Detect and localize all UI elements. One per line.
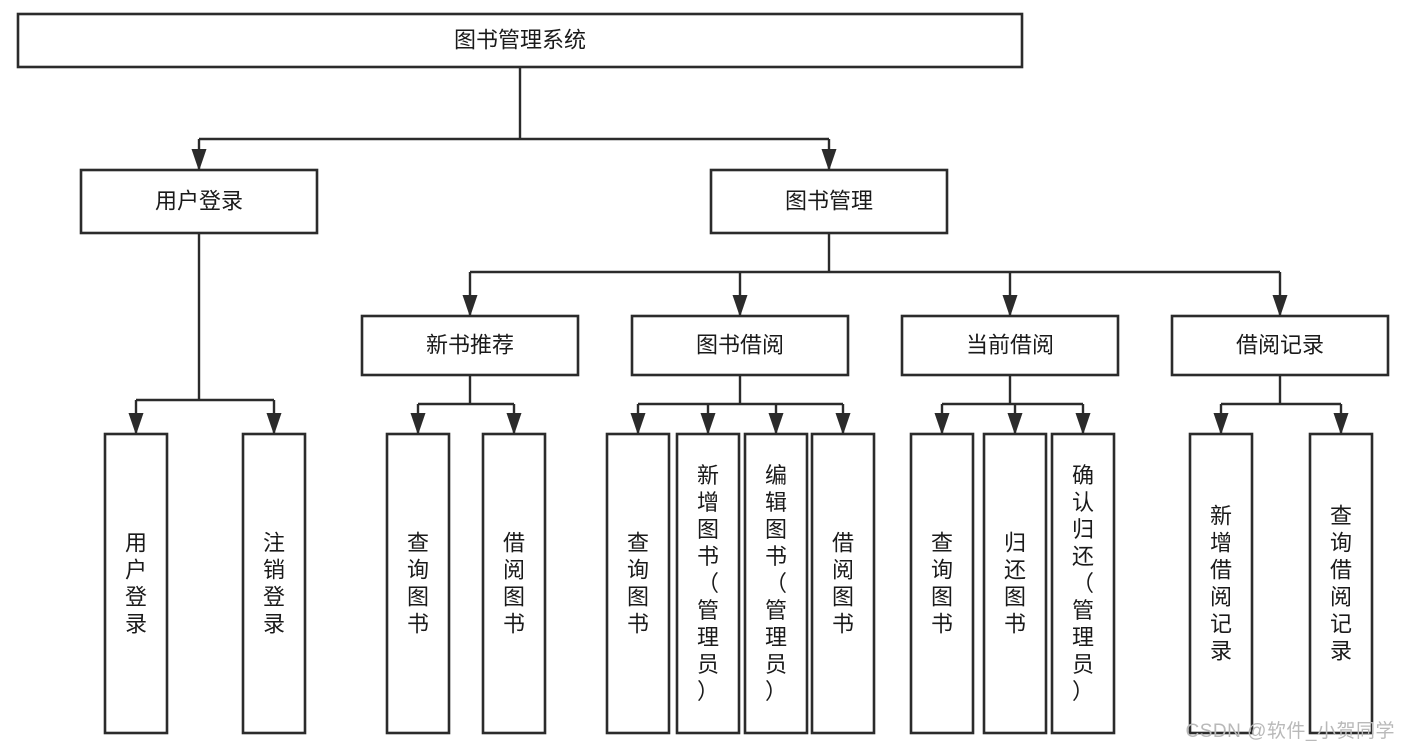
node-label: 图书借阅 [696, 332, 784, 357]
connector-group [128, 233, 282, 435]
arrow-head [1333, 413, 1349, 435]
arrow-head [191, 149, 207, 171]
node-root[interactable]: 图书管理系统 [16, 12, 1024, 69]
arrow-head [128, 413, 144, 435]
node-label: 新增图书（管理员） [697, 463, 719, 704]
arrow-head [630, 413, 646, 435]
node-label: 查询图书 [931, 531, 953, 637]
node-records[interactable]: 借阅记录 [1170, 314, 1390, 377]
node-login[interactable]: 用户登录 [79, 168, 319, 235]
node-box [16, 12, 1024, 69]
node-label: 新增借阅记录 [1210, 504, 1232, 664]
node-bookmgmt[interactable]: 图书管理 [709, 168, 949, 235]
node-box [605, 432, 671, 735]
node-label: 确认归还（管理员） [1072, 463, 1094, 704]
arrow-head [835, 413, 851, 435]
node-label: 新书推荐 [426, 332, 514, 357]
node-leaf-return-book[interactable]: 归还图书 [982, 432, 1048, 735]
node-leaf-edit-book[interactable]: 编辑图书（管理员） [743, 432, 809, 735]
node-layer: 图书管理系统用户登录图书管理新书推荐图书借阅当前借阅借阅记录用户登录注销登录查询… [16, 12, 1390, 735]
arrow-head [266, 413, 282, 435]
node-box [709, 168, 949, 235]
node-box [103, 432, 169, 735]
arrow-head [934, 413, 950, 435]
node-label: 编辑图书（管理员） [765, 463, 787, 704]
node-box [1188, 432, 1254, 735]
node-leaf-add-record[interactable]: 新增借阅记录 [1188, 432, 1254, 735]
connector-layer [128, 67, 1349, 435]
node-box [743, 432, 809, 735]
node-label: 借阅记录 [1236, 332, 1324, 357]
node-leaf-add-book[interactable]: 新增图书（管理员） [675, 432, 741, 735]
node-label: 查询图书 [407, 531, 429, 637]
node-label: 查询借阅记录 [1330, 504, 1352, 664]
connector-group [1213, 375, 1349, 435]
node-label: 查询图书 [627, 531, 649, 637]
node-leaf-confirm-return[interactable]: 确认归还（管理员） [1050, 432, 1116, 735]
node-box [900, 314, 1120, 377]
node-label: 借阅图书 [832, 531, 854, 637]
node-label: 用户登录 [125, 531, 147, 637]
node-label: 用户登录 [155, 188, 243, 213]
node-box [79, 168, 319, 235]
node-leaf-user-login[interactable]: 用户登录 [103, 432, 169, 735]
arrow-head [700, 413, 716, 435]
node-box [810, 432, 876, 735]
arrow-head [821, 149, 837, 171]
connector-group [410, 375, 522, 435]
arrow-head [1272, 295, 1288, 317]
node-box [675, 432, 741, 735]
node-newbook[interactable]: 新书推荐 [360, 314, 580, 377]
node-box [385, 432, 451, 735]
arrow-head [1075, 413, 1091, 435]
node-box [630, 314, 850, 377]
node-box [241, 432, 307, 735]
node-label: 图书管理 [785, 188, 873, 213]
arrow-head [462, 295, 478, 317]
node-box [909, 432, 975, 735]
arrow-head [1213, 413, 1229, 435]
node-box [1050, 432, 1116, 735]
arrow-head [1007, 413, 1023, 435]
node-borrow[interactable]: 图书借阅 [630, 314, 850, 377]
arrow-head [732, 295, 748, 317]
node-leaf-query-book-1[interactable]: 查询图书 [385, 432, 451, 735]
connector-group [191, 67, 837, 171]
node-box [982, 432, 1048, 735]
arrow-head [1002, 295, 1018, 317]
node-label: 借阅图书 [503, 531, 525, 637]
node-leaf-query-record[interactable]: 查询借阅记录 [1308, 432, 1374, 735]
node-leaf-borrow-book-1[interactable]: 借阅图书 [481, 432, 547, 735]
node-current[interactable]: 当前借阅 [900, 314, 1120, 377]
node-leaf-logout[interactable]: 注销登录 [241, 432, 307, 735]
arrow-head [410, 413, 426, 435]
node-leaf-borrow-book-2[interactable]: 借阅图书 [810, 432, 876, 735]
node-leaf-query-book-3[interactable]: 查询图书 [909, 432, 975, 735]
connector-group [462, 233, 1288, 317]
node-label: 当前借阅 [966, 332, 1054, 357]
node-box [481, 432, 547, 735]
arrow-head [506, 413, 522, 435]
connector-group [630, 375, 851, 435]
connector-group [934, 375, 1091, 435]
node-label: 注销登录 [263, 531, 285, 637]
node-box [1170, 314, 1390, 377]
node-leaf-query-book-2[interactable]: 查询图书 [605, 432, 671, 735]
node-label: 归还图书 [1004, 531, 1026, 637]
arrow-head [768, 413, 784, 435]
node-box [360, 314, 580, 377]
node-box [1308, 432, 1374, 735]
node-label: 图书管理系统 [454, 27, 586, 52]
